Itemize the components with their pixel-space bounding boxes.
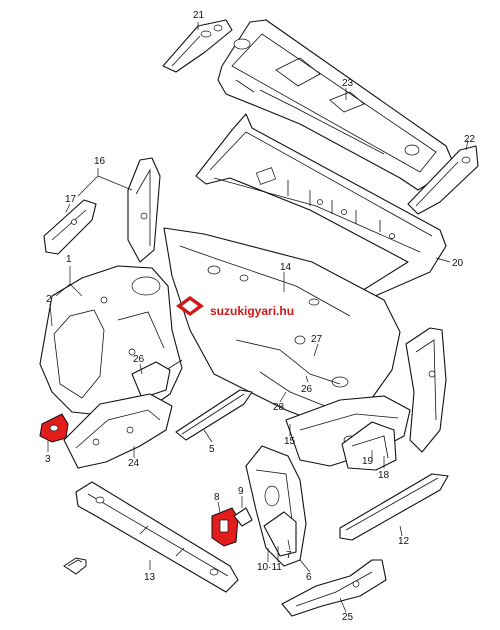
callout-8: 8 [214, 492, 220, 503]
part-25-lower-bracket [281, 559, 387, 617]
callout-26: 26 [133, 354, 145, 365]
part-17-apron-bracket [43, 199, 97, 255]
callout-numbers: 21 23 22 20 16 17 1 2 3 14 26 24 5 28 26… [45, 10, 476, 623]
callout-15: 15 [284, 436, 296, 447]
part-20-cowl-lower-panel [195, 113, 447, 301]
part-12-rocker-rail [339, 473, 449, 541]
part-16-upper-apron [127, 157, 161, 263]
callout-27: 27 [311, 334, 323, 345]
callout-28: 28 [273, 402, 285, 413]
callout-5: 5 [209, 444, 215, 455]
part-13-front-cross-member [75, 481, 239, 593]
callout-25: 25 [342, 612, 354, 623]
callout-13: 13 [144, 572, 156, 583]
front-arrow-icon [63, 557, 87, 575]
callout-21: 21 [193, 10, 205, 21]
callout-17: 17 [65, 194, 77, 205]
part-14-dash-panel [163, 227, 401, 425]
right-side-pillar [405, 327, 447, 453]
callout-18: 18 [378, 470, 390, 481]
callout-22: 22 [464, 134, 476, 145]
part-1-2-wheel-apron [39, 265, 183, 417]
suzuki-s-logo-icon [176, 296, 204, 316]
callout-9: 9 [238, 486, 244, 497]
watermark: suzukigyari.hu [176, 296, 294, 318]
part-18-19-right-apron [341, 421, 397, 471]
callout-3: 3 [45, 454, 51, 465]
part-7-inner-panel [263, 511, 297, 557]
part-23-cowl-top-panel [217, 19, 453, 191]
callout-16: 16 [94, 156, 106, 167]
callout-7: 7 [286, 550, 292, 561]
callout-10-11: 10·11 [257, 562, 282, 573]
part-9-small-bracket [233, 507, 253, 527]
part-24-lower-member [63, 393, 173, 469]
callout-14: 14 [280, 262, 292, 273]
callout-24: 24 [128, 458, 140, 469]
leader-lines [47, 22, 469, 613]
callout-12: 12 [398, 536, 410, 547]
part-8-highlighted-bracket [211, 507, 239, 547]
watermark-text: suzukigyari.hu [210, 304, 294, 318]
callout-2: 2 [46, 294, 52, 305]
callout-6: 6 [306, 572, 312, 583]
callout-20: 20 [452, 258, 464, 269]
callout-23: 23 [342, 78, 354, 89]
part-3-highlighted-bracket [39, 413, 69, 443]
callout-1: 1 [66, 254, 72, 265]
callout-19: 19 [362, 456, 374, 467]
part-5-side-rail [175, 389, 253, 441]
part-21-cowl-bracket [162, 19, 233, 73]
callout-26b: 26 [301, 384, 313, 395]
part-22-cowl-side-bracket [407, 145, 479, 215]
